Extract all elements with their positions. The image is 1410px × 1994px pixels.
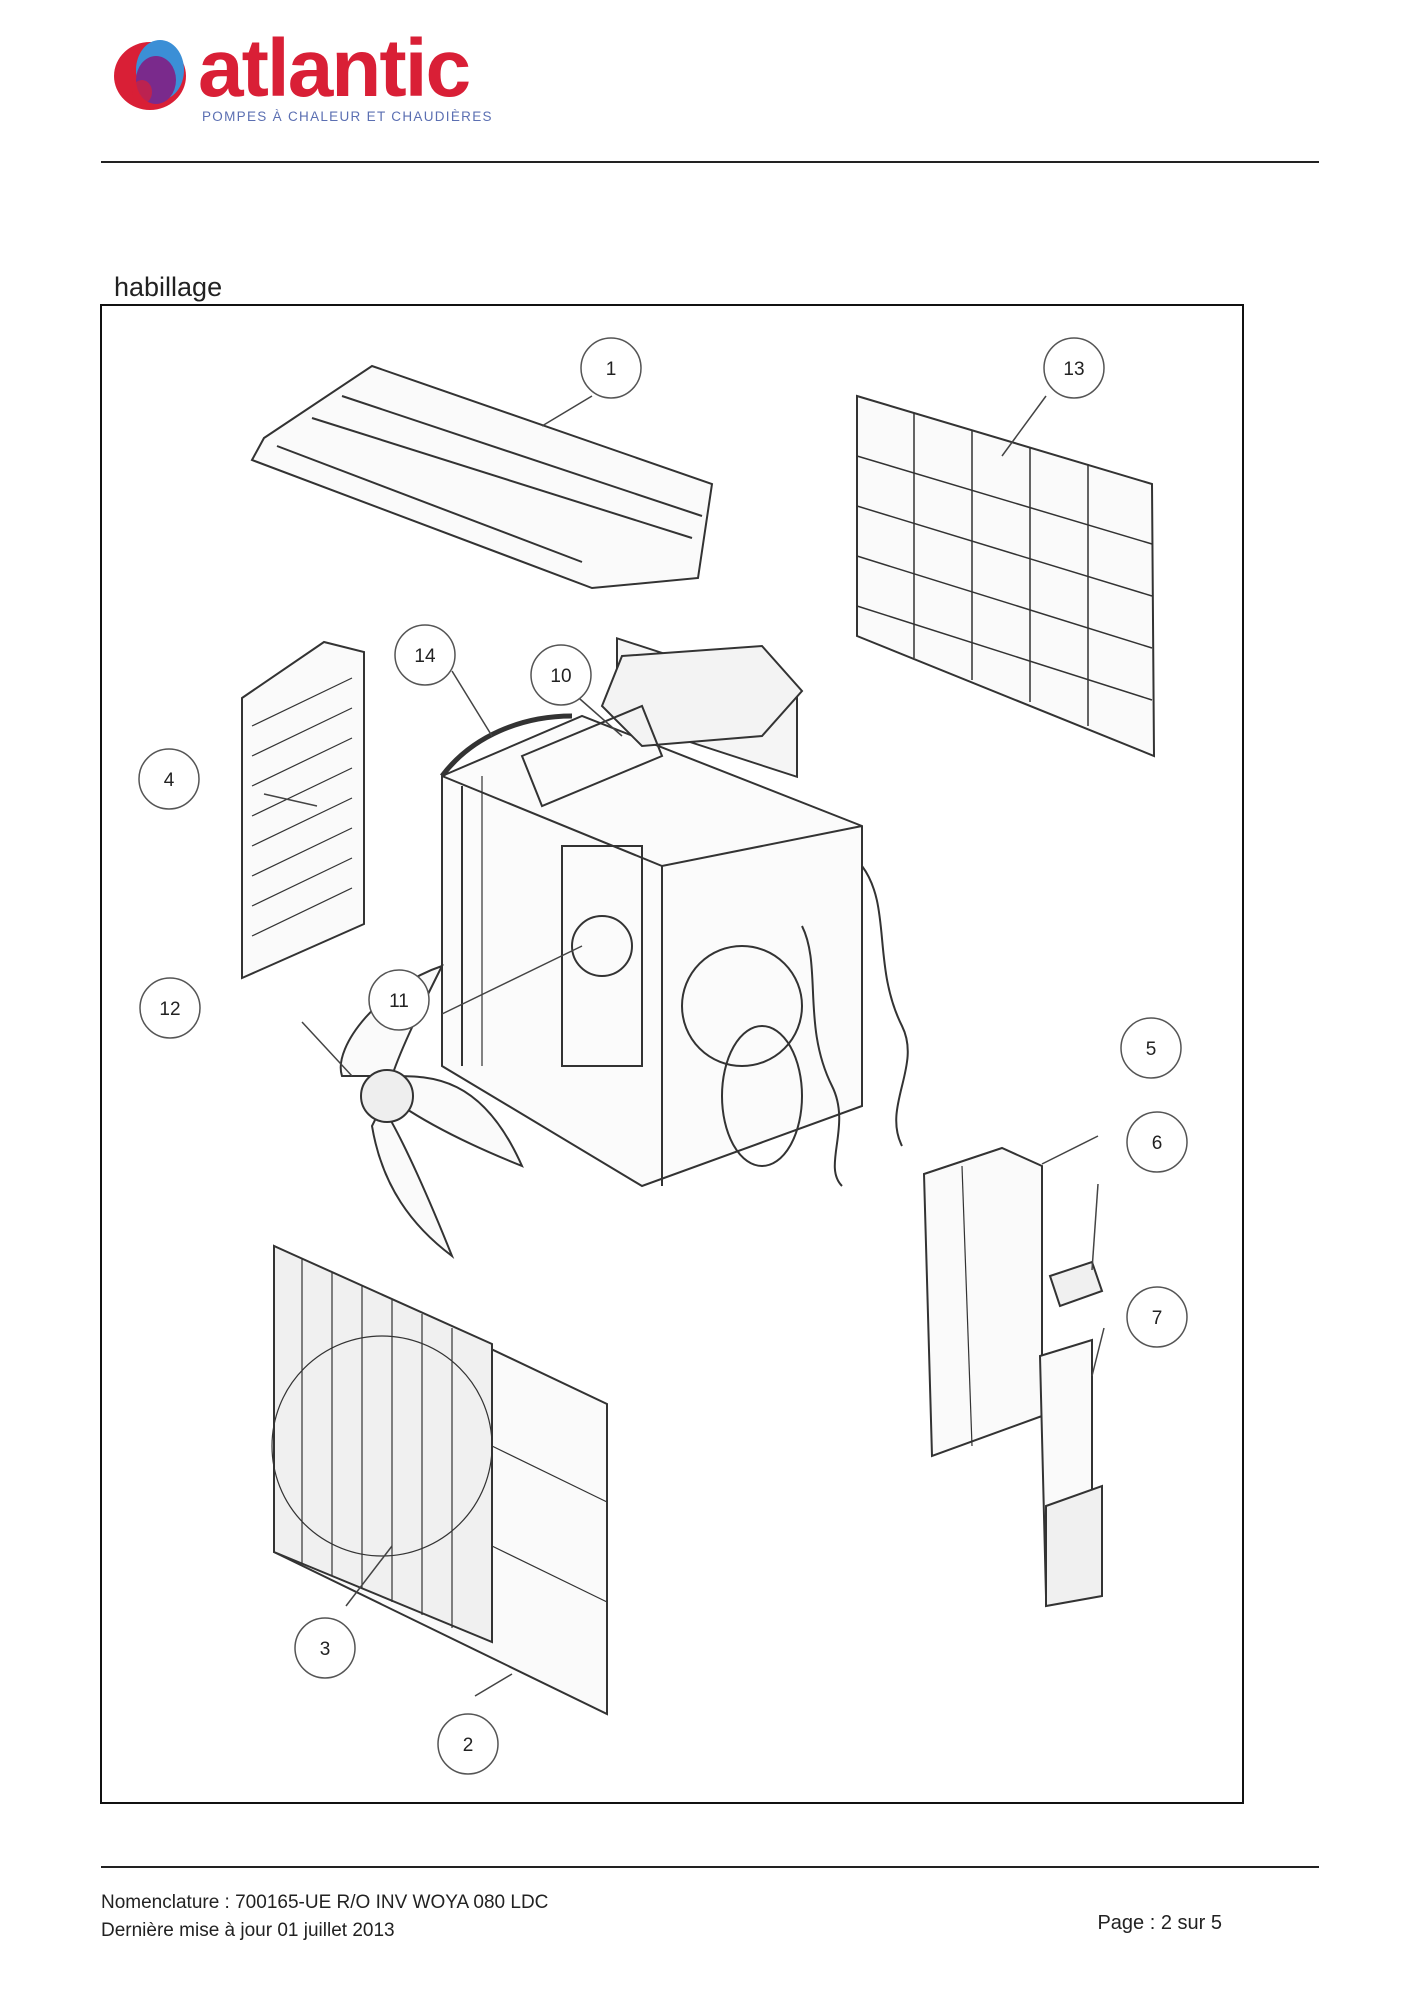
diagram-canvas: 1 13 14 10 4 12 [138,337,1188,1775]
footer-divider [101,1866,1319,1868]
svg-text:7: 7 [1152,1308,1163,1329]
callout-11: 11 [368,969,430,1031]
callout-4: 4 [138,748,200,810]
header-divider [101,161,1319,163]
footer-updated-date: Dernière mise à jour 01 juillet 2013 [101,1920,395,1941]
section-title: habillage [114,272,223,302]
unit-body [441,637,909,1188]
svg-text:3: 3 [320,1639,331,1660]
brand-wordmark: atlantic [198,23,471,114]
callout-14: 14 [394,624,456,686]
logo-mark-icon [114,40,186,110]
brand-logo: atlantic POMPES À CHALEUR ET CHAUDIÈRES [112,28,493,131]
svg-text:11: 11 [389,991,409,1012]
svg-text:13: 13 [1063,359,1084,380]
handle-part [1048,1260,1104,1308]
callout-12: 12 [139,977,201,1039]
side-grille-part [241,640,365,980]
page-number: Page : 2 sur 5 [1097,1912,1222,1934]
valve-cover-part [1038,1338,1103,1608]
svg-text:10: 10 [550,666,571,687]
callout-10: 10 [530,644,592,706]
callout-2: 2 [437,1713,499,1775]
callout-7: 7 [1126,1286,1188,1348]
svg-text:2: 2 [463,1735,474,1756]
front-panel-part [271,1244,608,1716]
callout-6: 6 [1126,1111,1188,1173]
footer-nomenclature: Nomenclature : 700165-UE R/O INV WOYA 08… [101,1892,549,1913]
rear-grille-part [856,394,1156,758]
svg-text:5: 5 [1146,1039,1157,1060]
svg-text:12: 12 [159,999,180,1020]
callout-markers: 1 13 14 10 4 12 [138,337,1188,1775]
callout-13: 13 [1043,337,1105,399]
side-panel-part [922,1146,1043,1458]
top-cover-part [250,364,714,590]
brand-tagline: POMPES À CHALEUR ET CHAUDIÈRES [202,109,493,124]
callout-5: 5 [1120,1017,1182,1079]
svg-text:1: 1 [606,359,617,380]
svg-text:6: 6 [1152,1133,1163,1154]
callout-3: 3 [294,1617,356,1679]
exploded-diagram: 1 13 14 10 4 12 [100,304,1244,1804]
pipe-part [440,713,573,778]
svg-text:4: 4 [164,770,175,791]
callout-1: 1 [580,337,642,399]
svg-text:14: 14 [414,646,436,667]
